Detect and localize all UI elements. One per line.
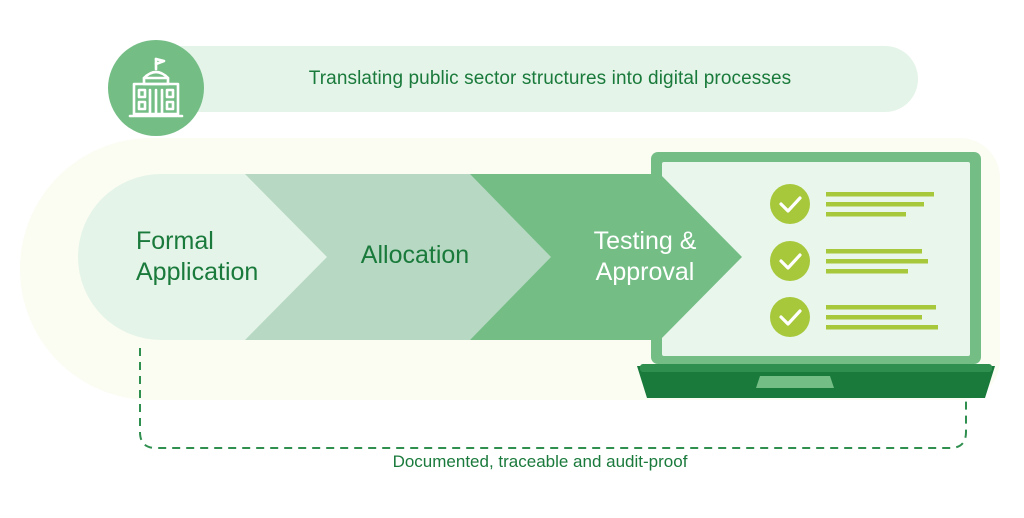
step-allocation-shape [240, 174, 551, 340]
banner-pill [112, 46, 918, 112]
step-label-line: Application [136, 258, 259, 286]
step-formal-application-label: Formal Application [110, 226, 336, 288]
step-label-line: Formal [136, 227, 214, 255]
checklist-item [770, 241, 928, 281]
checklist-item [770, 184, 934, 224]
laptop-checklist-icon [637, 152, 995, 398]
checklist [770, 184, 938, 337]
checklist-item [770, 297, 938, 337]
step-label-line: Testing & [593, 227, 697, 255]
banner-title: Translating public sector structures int… [308, 68, 792, 89]
step-allocation-label: Allocation [330, 240, 500, 271]
step-formal-application-shape [78, 174, 327, 340]
step-label-line: Allocation [360, 241, 470, 269]
step-label-line: Approval [595, 258, 695, 286]
step-testing-approval-label: Testing & Approval [550, 226, 740, 288]
government-building-icon [128, 57, 184, 118]
dashed-connector [139, 348, 967, 449]
government-building-badge [108, 40, 204, 136]
footer-caption: Documented, traceable and audit-proof [392, 452, 688, 471]
step-testing-approval-shape [465, 174, 742, 340]
